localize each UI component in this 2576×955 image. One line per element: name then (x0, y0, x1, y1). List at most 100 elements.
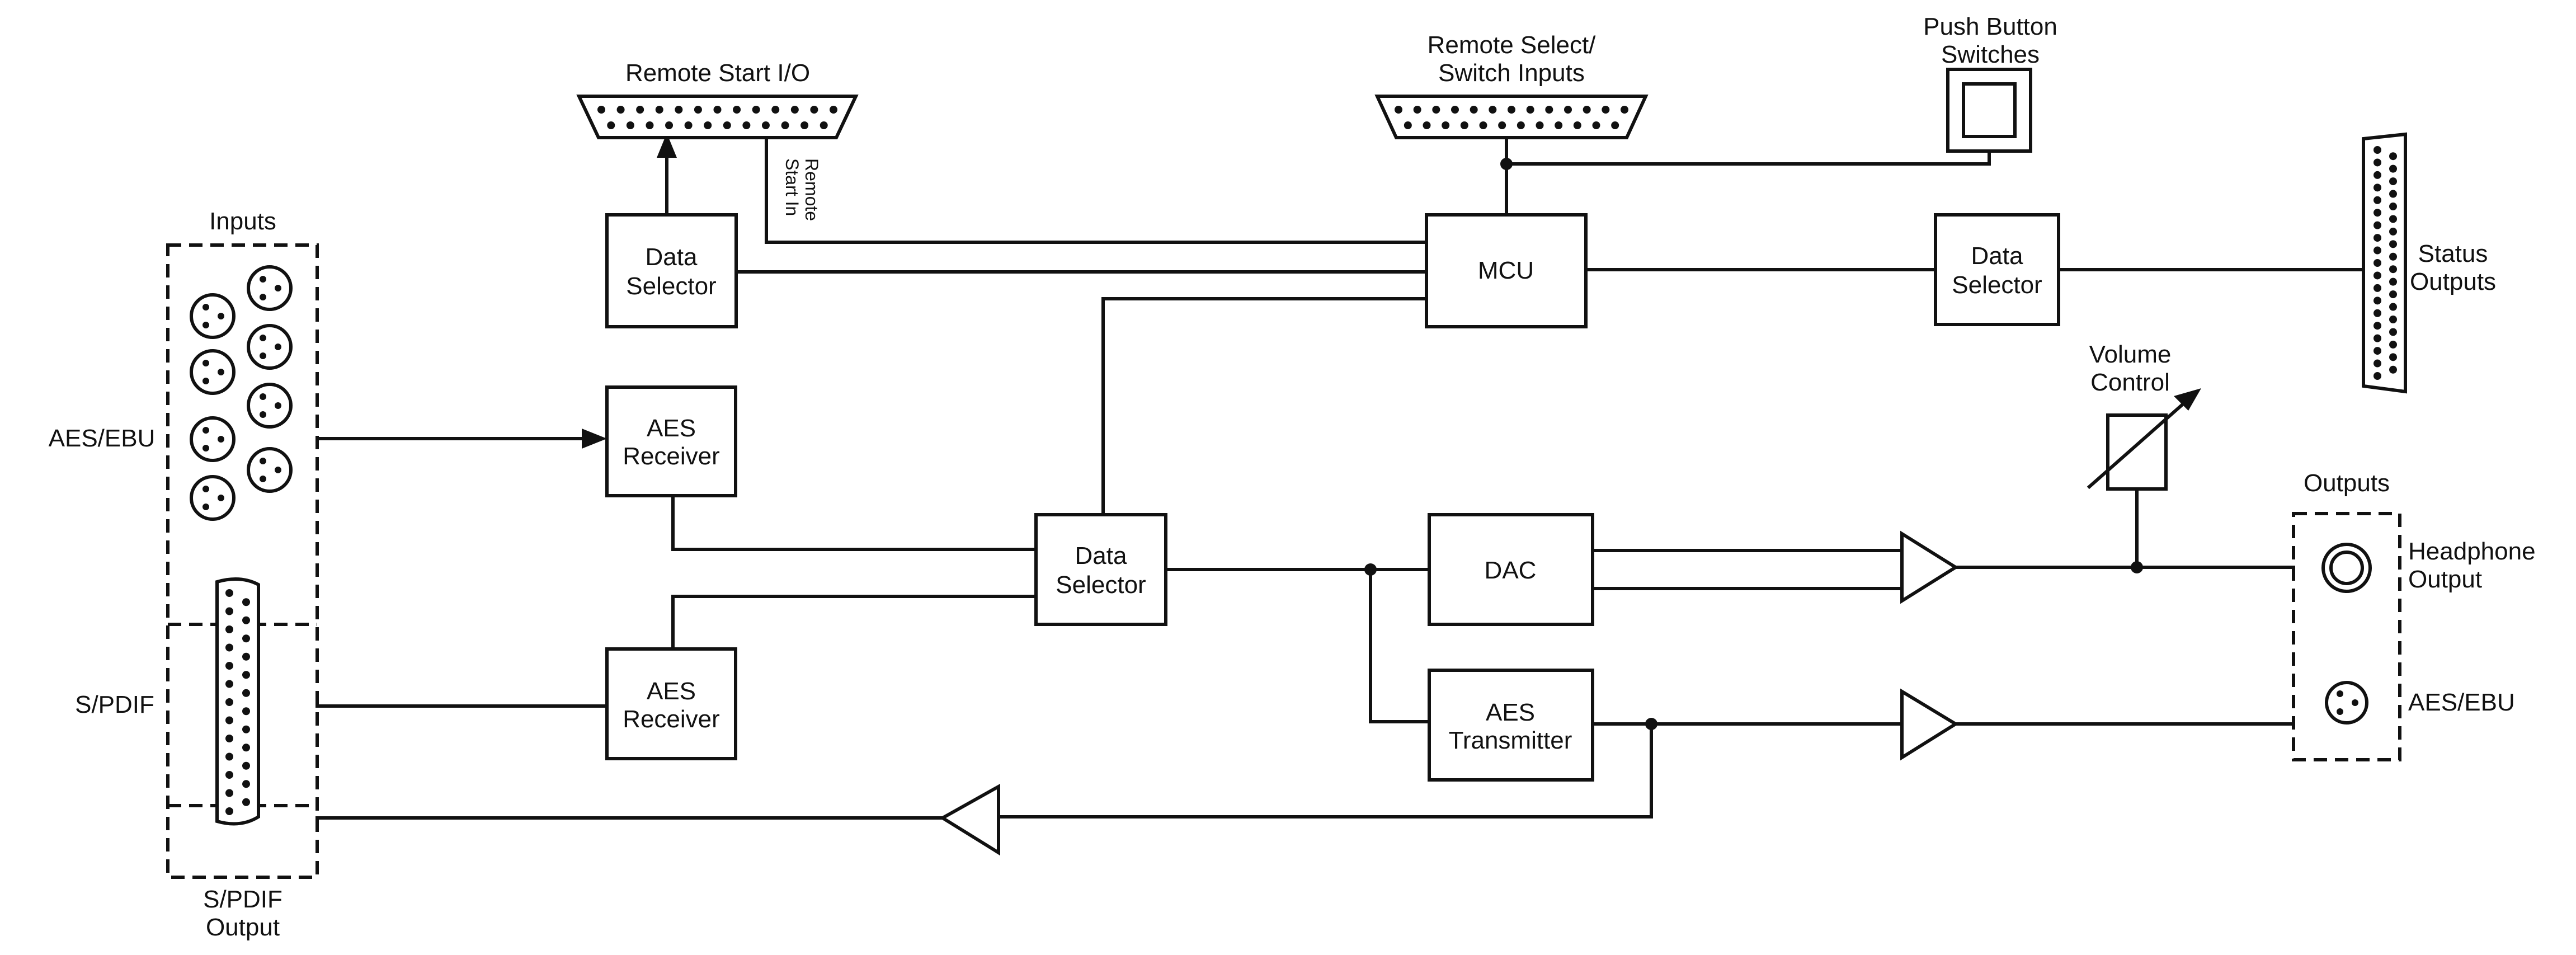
connector-pin (1423, 121, 1431, 129)
connector-pin (2389, 252, 2397, 261)
connector-pin (225, 607, 233, 615)
remote-start-connector (576, 95, 859, 139)
volume-arrow-line (2087, 400, 2187, 490)
db25-pins (597, 106, 837, 129)
connector-pin (1395, 106, 1402, 114)
connector-pin (655, 106, 663, 114)
block-data-selector-mid: Data Selector (1034, 513, 1167, 626)
dac-label: DAC (1485, 557, 1537, 584)
connector-pin (1592, 121, 1600, 129)
connector-pin (2389, 215, 2397, 223)
mcu-box (1425, 213, 1588, 328)
xlr-input-icon (247, 383, 293, 429)
aes-rx1-line1: AES (647, 415, 696, 442)
connector-pin (1611, 121, 1619, 129)
remote-start-io-label: Remote Start I/O (625, 59, 810, 87)
connector-pin (242, 780, 250, 788)
connector-pin (2374, 171, 2381, 179)
connector-pin (2374, 234, 2381, 242)
connector-pin (260, 458, 266, 464)
connector-pin (1508, 106, 1515, 114)
connector-pin (1442, 121, 1450, 129)
db25-shell (576, 95, 859, 139)
xlr-output-icon (2325, 681, 2368, 725)
connector-pin (202, 322, 209, 328)
amplifiers (939, 530, 1959, 856)
connector-pin (275, 285, 281, 291)
connector-pin (694, 106, 702, 114)
connector-pin (1498, 121, 1506, 129)
xlr-connectors (190, 265, 293, 521)
connector-pin (704, 121, 712, 129)
wires (315, 133, 2365, 820)
connector-pin (242, 616, 250, 624)
connector-pin (202, 445, 209, 451)
volume-arrow-head (2174, 388, 2201, 411)
connector-pin (2389, 190, 2397, 198)
xlr-input-icon (247, 265, 293, 311)
status-outputs-label-1: Status (2418, 240, 2488, 267)
outputs-panel (2292, 512, 2401, 761)
arrow-aes-in (582, 429, 607, 449)
ds-top-line2: Selector (626, 272, 716, 300)
connector-pin (242, 707, 250, 716)
remote-select-connector (1374, 95, 1649, 139)
amp-headphone (1900, 530, 1959, 604)
push-button-switch (1946, 68, 2032, 153)
connector-pin (1470, 106, 1478, 114)
mcu-label: MCU (1478, 257, 1534, 284)
connector-pin (626, 121, 634, 129)
connector-pin (2389, 303, 2397, 311)
connector-pin (636, 106, 644, 114)
block-aes-transmitter: AES Transmitter (1428, 669, 1594, 782)
inputs-label: Inputs (209, 208, 276, 235)
connector-pin (1564, 106, 1572, 114)
connector-pin (1573, 121, 1581, 129)
spdif-output-label-2: Output (206, 914, 280, 941)
aes-receiver-2-box (605, 647, 737, 760)
connector-pin (202, 304, 209, 311)
volume-control-label-2: Control (2090, 369, 2170, 396)
connector-pin (225, 698, 233, 706)
connector-pin (2374, 146, 2381, 154)
connector-pin (733, 106, 741, 114)
connector-pin (218, 369, 224, 375)
connector-pin (2374, 334, 2381, 342)
connector-pin (242, 652, 250, 661)
connector-pin (2389, 164, 2397, 173)
aes-ebu-output-label: AES/EBU (2408, 689, 2515, 716)
connector-pin (675, 106, 683, 114)
inputs-panel-border (166, 243, 319, 879)
headphone-jack-inner (2329, 551, 2364, 585)
connector-pin (742, 121, 751, 129)
connector-pin (202, 378, 209, 384)
connector-pin (1413, 106, 1421, 114)
ds-right-line2: Selector (1952, 271, 2042, 299)
connector-pin (2374, 372, 2381, 380)
status-outputs-label-2: Outputs (2410, 268, 2496, 295)
connector-pin (2389, 227, 2397, 236)
connector-pin (1545, 106, 1553, 114)
connector-pin (242, 725, 250, 733)
block-dac: DAC (1428, 513, 1594, 626)
connector-pin (752, 106, 760, 114)
wire-rx1-dsmid (671, 494, 1038, 551)
connector-pin (607, 121, 615, 129)
connector-pin (225, 589, 233, 597)
connector-pin (242, 598, 250, 606)
block-data-selector-right: Data Selector (1934, 213, 2060, 326)
connector-pin (616, 106, 625, 114)
connector-pin (2389, 353, 2397, 361)
connector-pin (800, 121, 809, 129)
connector-pin (242, 798, 250, 806)
connector-pin (2389, 340, 2397, 349)
xlr-input-icon (247, 324, 293, 370)
push-button-label-1: Push Button (1923, 13, 2057, 40)
connector-pin (2389, 316, 2397, 323)
connector-pin (1404, 121, 1412, 129)
aes-transmitter-box (1428, 669, 1594, 782)
labels: Remote Start I/O Remote Select/ Switch I… (49, 13, 2536, 941)
connector-pin (2374, 259, 2381, 267)
connector-pin (713, 106, 722, 114)
connector-pin (1526, 106, 1534, 114)
